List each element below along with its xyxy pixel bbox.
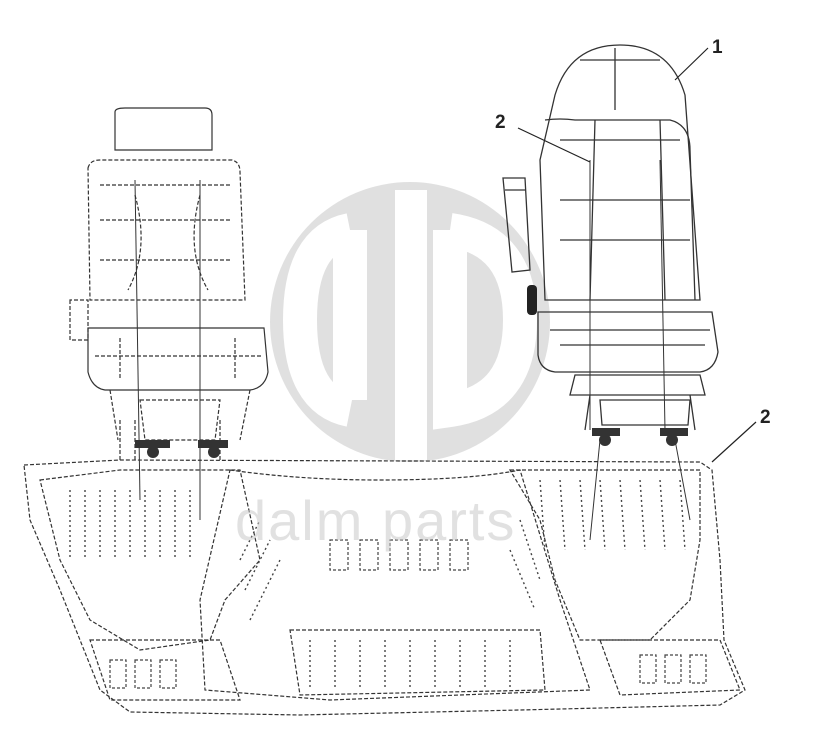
callout-2-upper: 2 bbox=[495, 112, 506, 133]
left-passenger-seat bbox=[69, 107, 269, 460]
left-seat-mount-feet bbox=[135, 440, 228, 458]
right-seat-mount-feet bbox=[592, 428, 688, 446]
callout-2-lower: 2 bbox=[760, 407, 771, 428]
watermark-text: dalm parts bbox=[235, 489, 517, 552]
callout-leaders bbox=[517, 47, 757, 463]
right-seat-lever bbox=[527, 285, 537, 315]
floor-panel bbox=[23, 459, 746, 716]
callout-1: 1 bbox=[712, 37, 723, 58]
mount-guide-lines bbox=[134, 159, 691, 541]
watermark-logo bbox=[270, 182, 550, 462]
floor-hatching bbox=[69, 479, 686, 690]
floor-tunnel-slots bbox=[109, 539, 707, 689]
right-driver-seat bbox=[502, 44, 719, 431]
